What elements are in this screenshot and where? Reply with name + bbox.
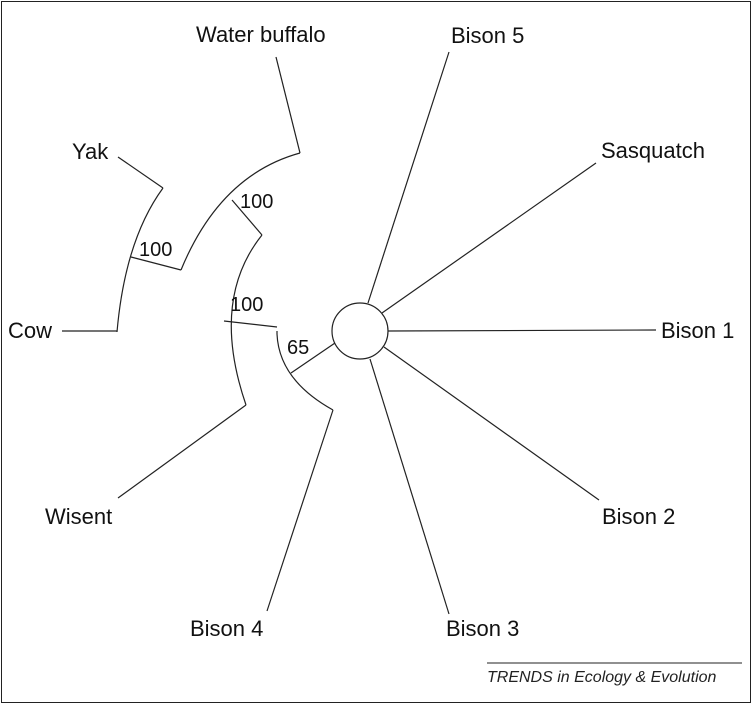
branch-bison1	[387, 329, 657, 332]
label-bison4: Bison 4	[190, 616, 263, 641]
arc-node-100-wisent	[230, 234, 263, 406]
branch-stem	[290, 342, 336, 374]
support-yak-cow: 100	[139, 239, 172, 261]
label-sasquatch: Sasquatch	[601, 138, 705, 163]
label-bison3: Bison 3	[446, 616, 519, 641]
arc-node-65	[276, 333, 334, 411]
branch-bison3	[369, 358, 450, 615]
support-wisent-node: 100	[230, 294, 263, 316]
arc-node-100-yakcow	[116, 187, 164, 333]
branch-bison5	[367, 51, 450, 304]
branch-sasquatch	[381, 162, 597, 314]
branch-wisent	[117, 404, 247, 499]
branch-yak	[117, 156, 164, 189]
label-yak: Yak	[72, 139, 109, 164]
label-bison5: Bison 5	[451, 23, 524, 48]
label-bison2: Bison 2	[602, 504, 675, 529]
branch-bison4	[266, 409, 334, 612]
label-water-buffalo: Water buffalo	[196, 22, 326, 47]
branch-internode-100c	[130, 256, 182, 271]
credit-text: TRENDS in Ecology & Evolution	[487, 669, 717, 686]
label-wisent: Wisent	[45, 504, 112, 529]
branch-internode-100b	[223, 320, 278, 328]
label-cow: Cow	[8, 318, 52, 343]
branch-internode-100a	[231, 199, 263, 236]
root-circle	[331, 302, 389, 360]
support-bison-node: 65	[287, 337, 309, 359]
label-bison1: Bison 1	[661, 318, 734, 343]
branch-water-buffalo	[275, 56, 301, 154]
branch-bison2	[383, 346, 600, 501]
arc-node-100-buffalo	[180, 152, 301, 271]
support-buffalo-node: 100	[240, 191, 273, 213]
